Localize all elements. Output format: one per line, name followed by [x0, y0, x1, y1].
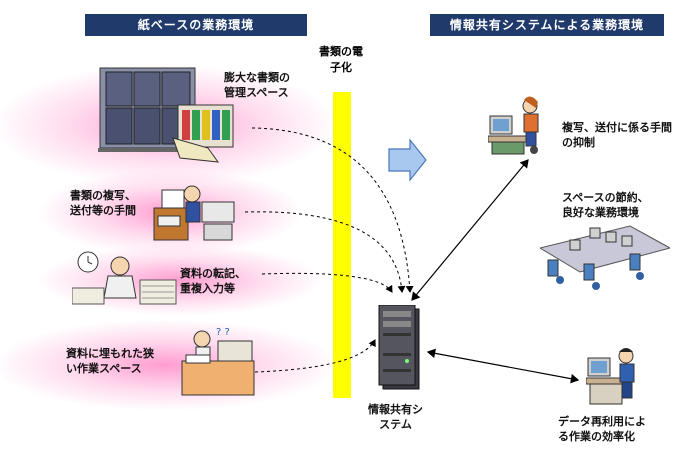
label-storage-space: 膨大な書類の 管理スペース [224, 71, 290, 99]
arrow-system-to-pc [411, 159, 529, 301]
server-icon [378, 305, 420, 390]
cluttered-desk-icon: ? ? [181, 327, 255, 396]
arrow-copy-to-system [244, 211, 406, 293]
arrow-storage-to-system [251, 127, 414, 293]
glow-4 [0, 320, 335, 410]
header-paper-based: 紙ベースの業務環境 [85, 14, 307, 36]
pc-user-icon [488, 96, 539, 155]
cabinet-icon [98, 67, 234, 163]
label-space-saving: スペースの節約、 良好な業務環境 [562, 191, 649, 219]
digitization-bar [333, 92, 351, 398]
arrow-transcription-to-system [261, 272, 393, 293]
label-copy-send: 書類の複写、 送付等の手間 [70, 189, 136, 217]
pc-user2-icon [586, 348, 635, 405]
office-icon [540, 225, 670, 290]
copier-icon [153, 185, 235, 241]
arrow-desk-to-system [254, 339, 376, 373]
arrow-system-to-pc2 [426, 348, 580, 384]
digitization-label: 書類の電 子化 [319, 45, 363, 74]
label-transcription: 資料の転記、 重複入力等 [180, 267, 246, 295]
svg-text:? ?: ? ? [216, 327, 230, 338]
header-shared-system: 情報共有システムによる業務環境 [430, 14, 664, 36]
label-system: 情報共有シ ステム [368, 403, 423, 431]
label-data-reuse: データ再利用によ る作業の効率化 [558, 415, 646, 443]
label-reduce-effort: 複写、送付に係る手間 の抑制 [562, 121, 672, 149]
label-narrow-workspace: 資料に埋もれた狭 い作業スペース [66, 347, 154, 375]
stressed-worker-icon [72, 251, 177, 305]
